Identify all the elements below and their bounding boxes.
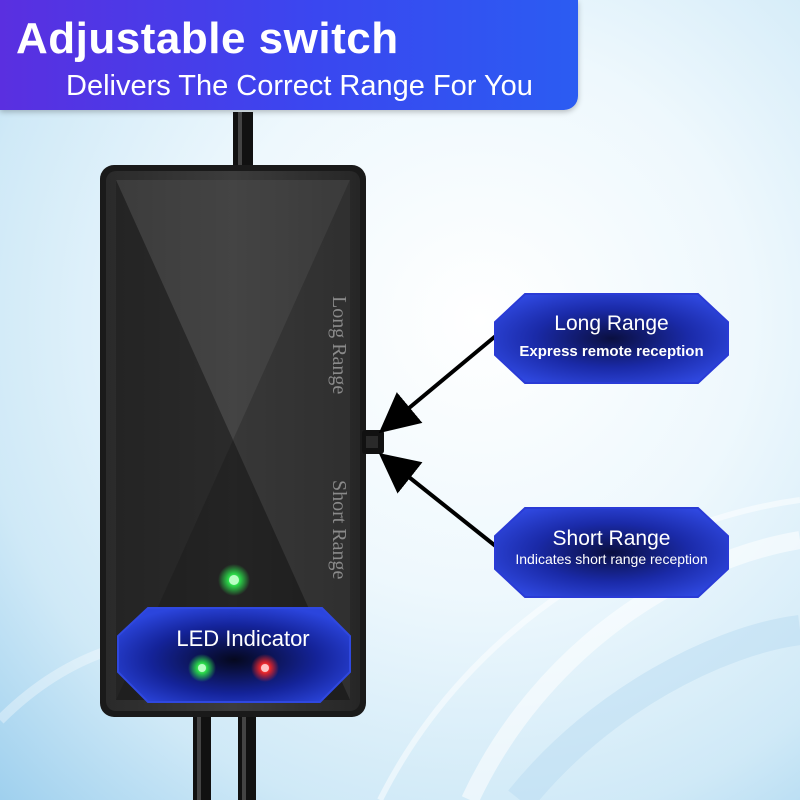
led-indicator-panel	[117, 607, 351, 703]
banner-subtitle: Delivers The Correct Range For You	[66, 70, 533, 102]
device-label-long-range: Long Range	[328, 296, 350, 395]
led-indicator-label: LED Indicator	[176, 626, 310, 651]
callout-short-range-desc: Indicates short range reception	[515, 551, 708, 567]
callout-short-range-title: Short Range	[552, 527, 671, 550]
arrow-long-range	[378, 332, 500, 434]
device-label-short-range: Short Range	[328, 480, 350, 580]
title-banner: Adjustable switch Delivers The Correct R…	[0, 0, 578, 110]
range-switch[interactable]	[362, 430, 384, 454]
banner-title: Adjustable switch	[16, 14, 399, 63]
callout-long-range-badge	[494, 293, 729, 384]
cable-top	[233, 112, 253, 170]
cable-bottom	[193, 712, 256, 800]
callout-short-range-badge	[494, 507, 729, 598]
callout-long-range-desc: Express remote reception	[519, 343, 704, 360]
arrow-short-range	[378, 453, 500, 550]
callout-long-range-title: Long Range	[554, 312, 669, 335]
